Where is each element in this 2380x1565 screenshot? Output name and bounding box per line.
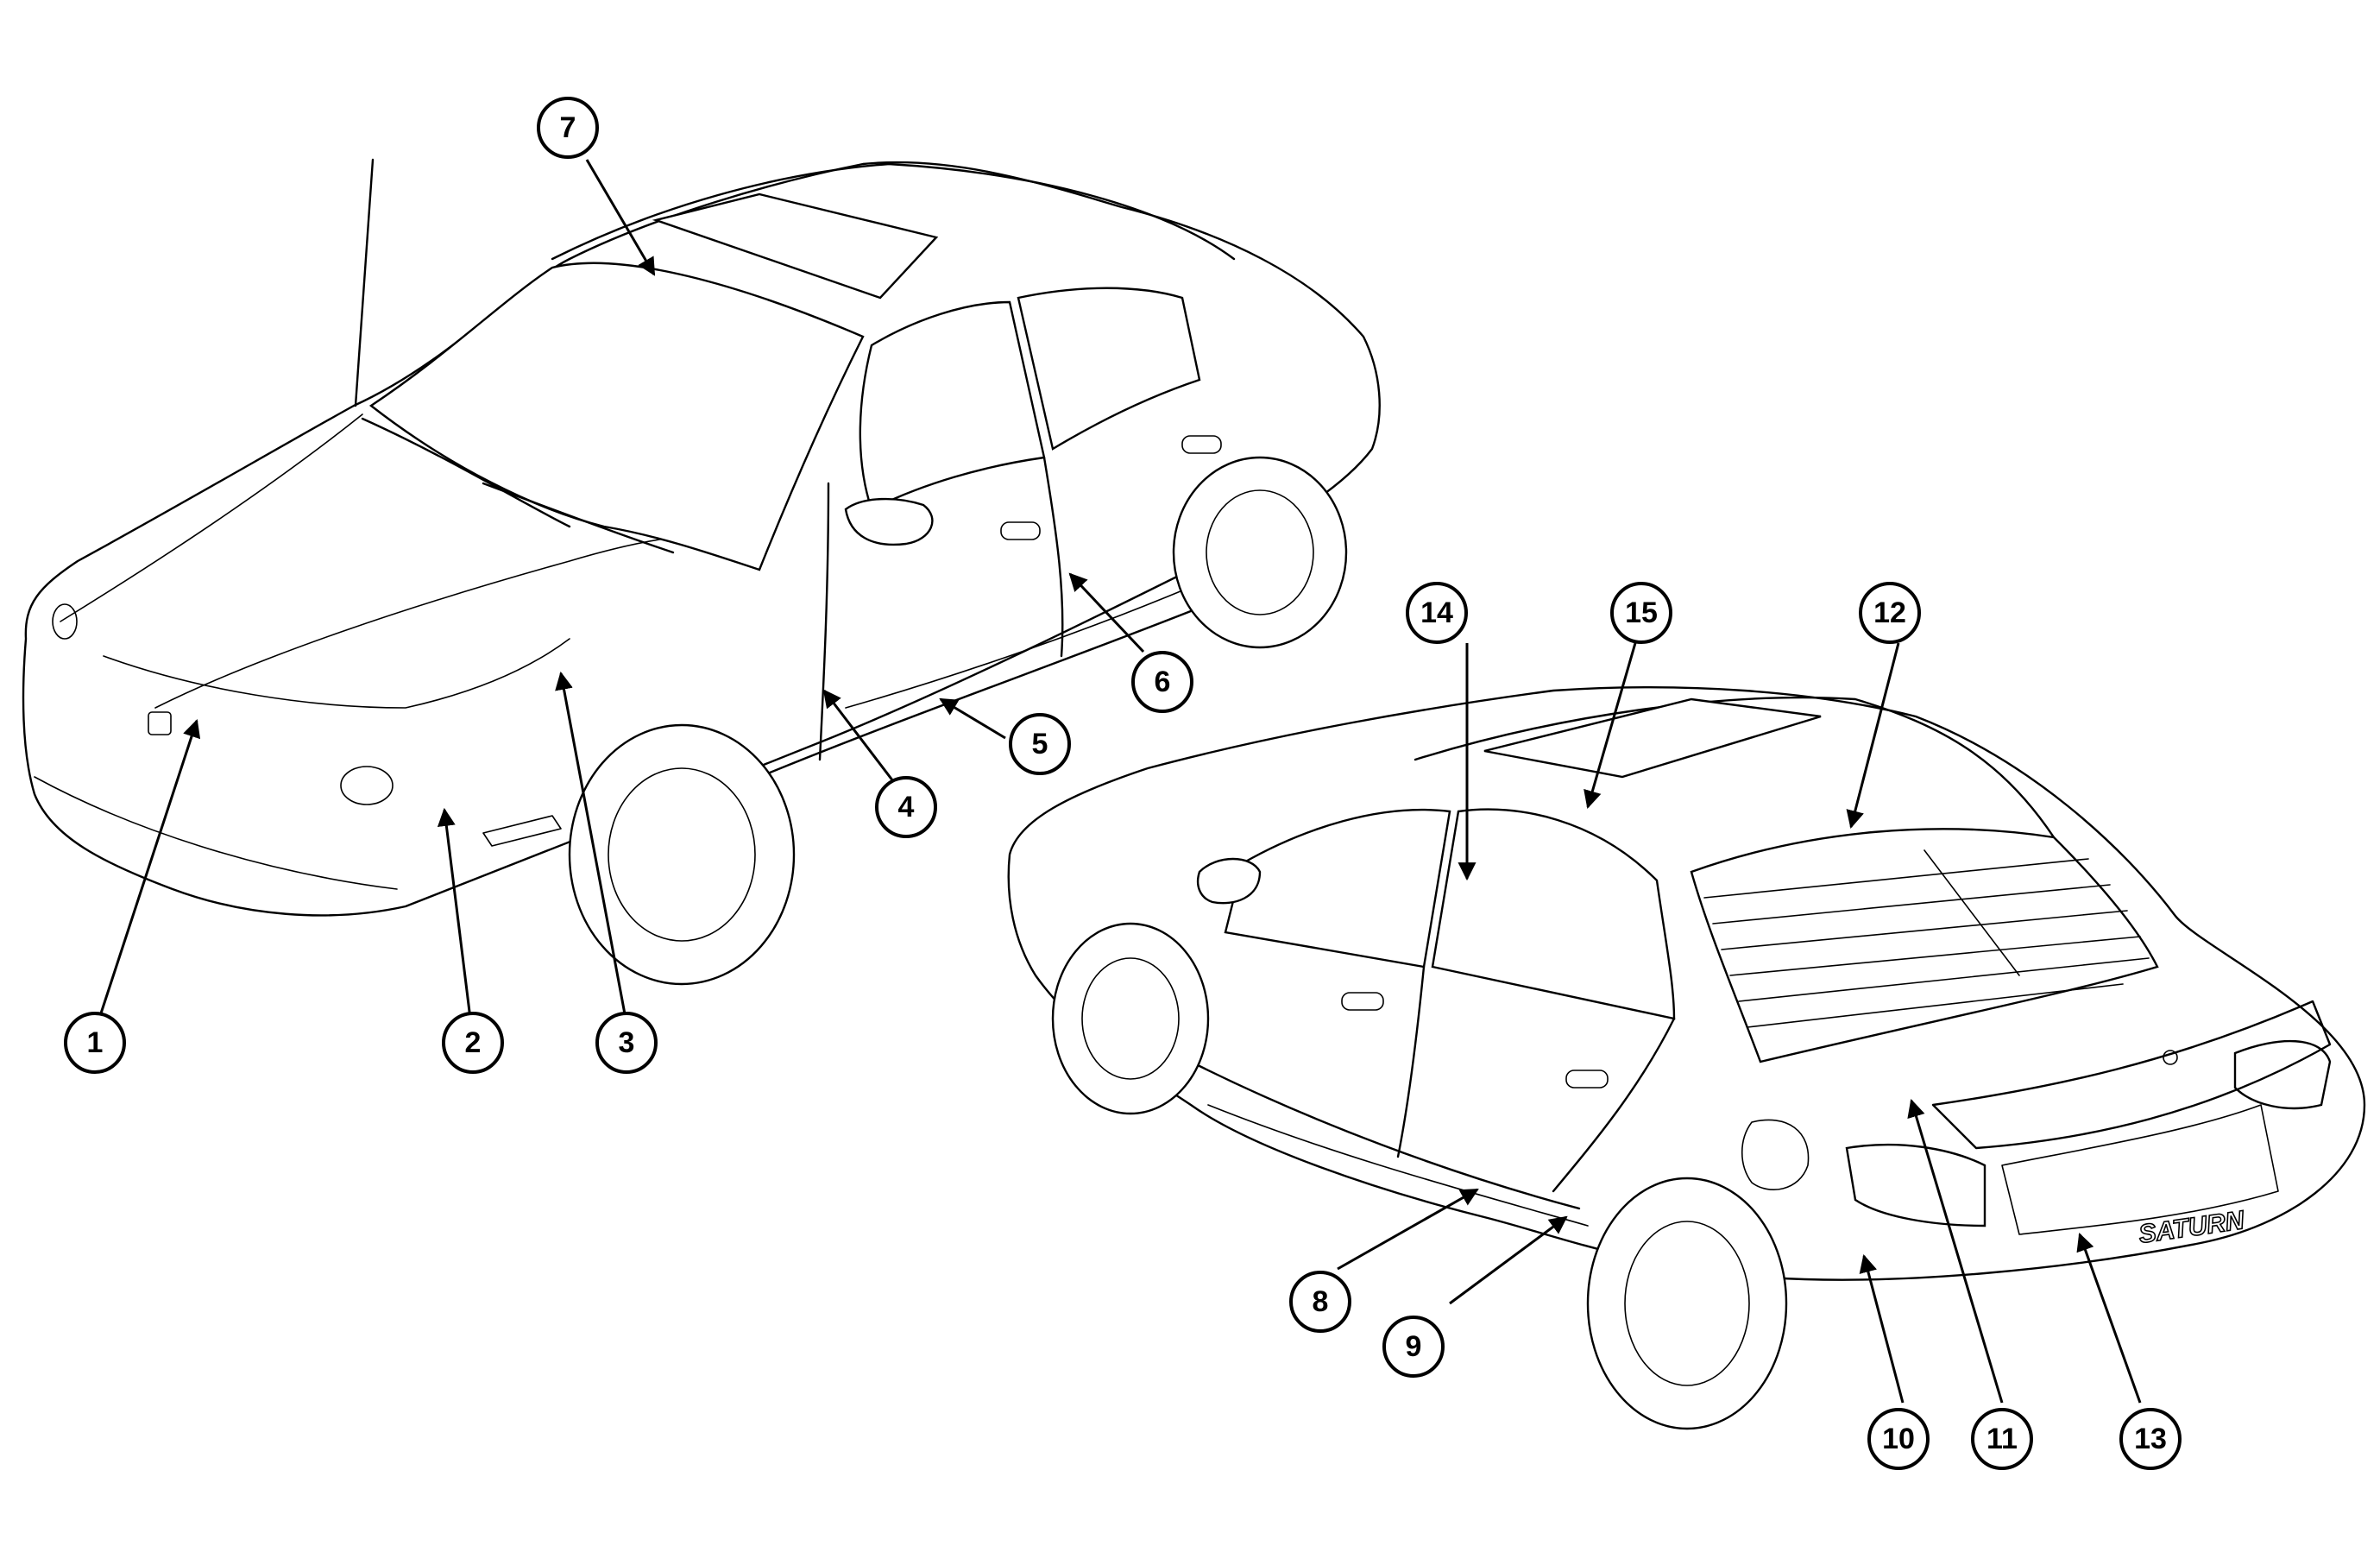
leader-lines <box>98 159 2142 1404</box>
rear-door-edge <box>1552 1017 1676 1193</box>
svg-text:8: 8 <box>1313 1285 1329 1318</box>
trunk-lid <box>1931 1000 2332 1150</box>
callout-3: 3 <box>595 1012 658 1074</box>
hood-crease <box>154 533 760 709</box>
fog-lamp <box>340 766 394 805</box>
callout-14: 14 <box>1406 582 1468 644</box>
callout-13: 13 <box>2119 1408 2182 1470</box>
svg-text:7: 7 <box>560 111 576 144</box>
door-handle <box>1181 435 1222 454</box>
antenna <box>354 158 375 407</box>
svg-text:12: 12 <box>1873 596 1906 629</box>
body-side-molding <box>845 586 1192 709</box>
sunroof <box>1483 697 1822 779</box>
side-mirror <box>1196 857 1262 905</box>
front-emblem <box>148 711 172 735</box>
svg-text:13: 13 <box>2134 1423 2167 1455</box>
svg-text:5: 5 <box>1032 728 1048 760</box>
roof-line <box>1414 696 2056 839</box>
tail-lamp <box>1845 1143 1986 1227</box>
callout-2: 2 <box>442 1012 504 1074</box>
callout-9: 9 <box>1382 1316 1445 1378</box>
front-windshield <box>368 262 865 571</box>
hood-crease <box>60 413 363 622</box>
svg-text:11: 11 <box>1986 1423 2018 1455</box>
door-handle <box>1565 1070 1609 1089</box>
rear-side-window <box>1017 287 1201 451</box>
front-side-window <box>859 300 1046 511</box>
svg-text:15: 15 <box>1625 596 1658 629</box>
windshield-wiper <box>482 482 675 554</box>
rear-car-body <box>1007 686 2366 1281</box>
headlamp <box>52 603 78 640</box>
callout-11: 11 <box>1971 1408 2033 1470</box>
side-mirror <box>844 497 934 546</box>
callout-10: 10 <box>1867 1408 1930 1470</box>
svg-text:3: 3 <box>619 1026 635 1059</box>
windshield-wiper <box>361 417 571 528</box>
front-tire <box>568 723 796 986</box>
license-plate-area <box>2001 1104 2279 1235</box>
svg-text:4: 4 <box>898 791 915 824</box>
callout-1: 1 <box>64 1012 126 1074</box>
rear-door-edge <box>1042 456 1064 658</box>
callout-15: 15 <box>1610 582 1672 644</box>
callout-6: 6 <box>1131 651 1193 713</box>
front-door-edge <box>818 482 830 761</box>
rocker-molding <box>1189 1060 1581 1210</box>
callout-7: 7 <box>537 97 599 159</box>
svg-text:2: 2 <box>465 1026 482 1059</box>
front-door-window <box>1224 808 1451 969</box>
callout-4: 4 <box>875 776 937 838</box>
rear-defroster-grid <box>1703 849 2150 1028</box>
roof-line <box>551 162 1236 261</box>
bumper-line <box>34 776 398 890</box>
callout-12: 12 <box>1859 582 1921 644</box>
rocker-molding <box>758 603 1210 779</box>
saturn-badge: SATURN <box>2137 1206 2246 1249</box>
sunroof <box>652 192 939 300</box>
fuel-door <box>1741 1119 1810 1190</box>
svg-text:1: 1 <box>87 1026 104 1059</box>
front-car-illustration <box>22 158 1381 986</box>
rear-car-rear-tire <box>1586 1177 1788 1430</box>
svg-text:10: 10 <box>1882 1423 1915 1455</box>
svg-text:14: 14 <box>1420 596 1453 629</box>
hood-front-edge <box>103 638 570 709</box>
door-seam <box>1396 965 1426 1158</box>
tail-lamp <box>2233 1039 2332 1110</box>
rear-car-front-tire <box>1051 922 1210 1115</box>
body-side-molding <box>1207 1104 1589 1227</box>
side-marker <box>482 815 562 847</box>
door-handle <box>1000 521 1041 540</box>
door-handle <box>1341 992 1384 1011</box>
callout-8: 8 <box>1289 1271 1351 1333</box>
svg-text:9: 9 <box>1406 1330 1422 1363</box>
svg-text:6: 6 <box>1155 666 1171 698</box>
trunk-emblem <box>2163 1050 2178 1065</box>
rear-car-illustration: SATURN <box>1007 686 2366 1430</box>
callout-5: 5 <box>1009 713 1071 775</box>
rear-door-window <box>1431 808 1676 1020</box>
rear-tire <box>1172 456 1348 649</box>
